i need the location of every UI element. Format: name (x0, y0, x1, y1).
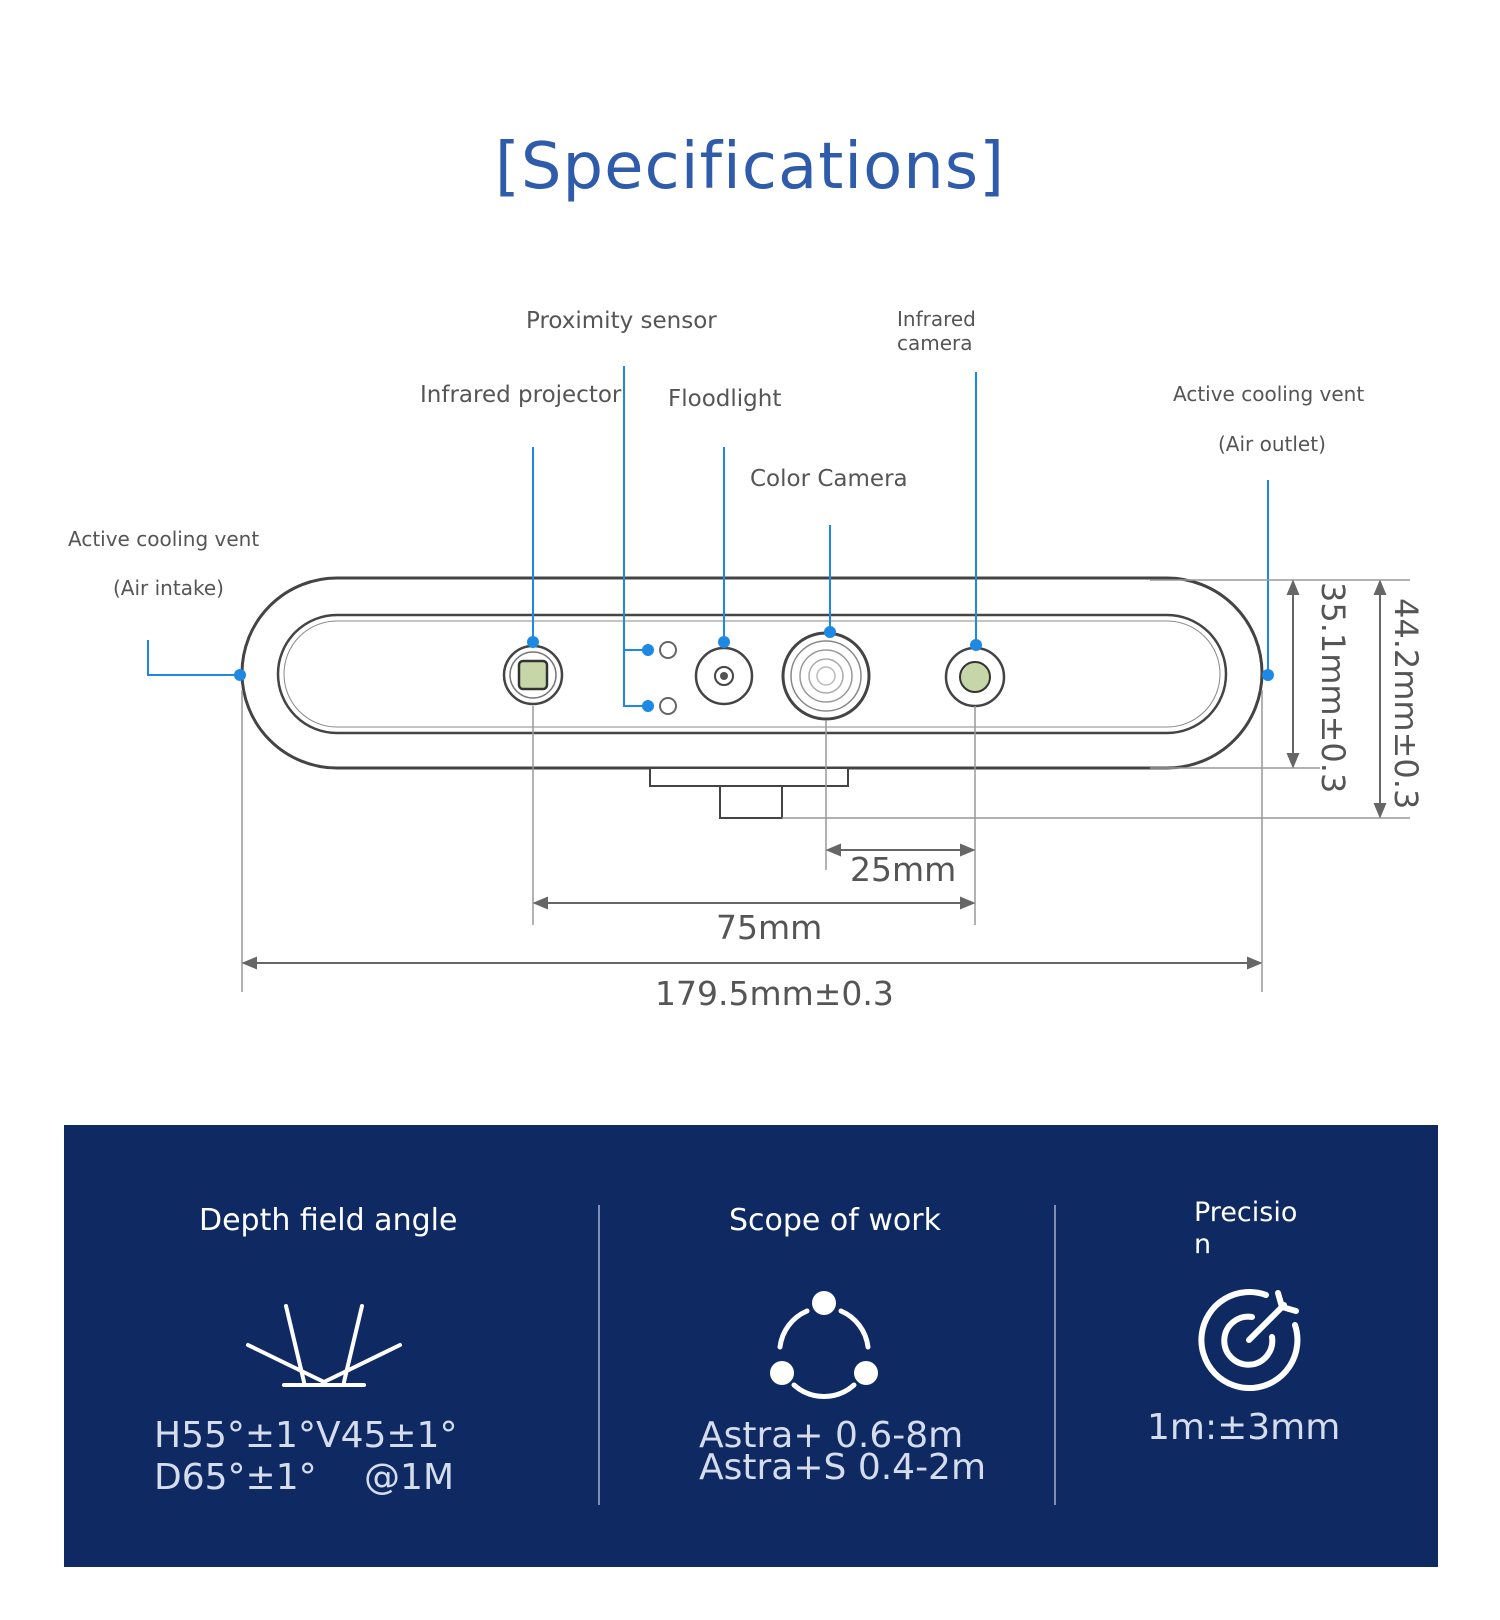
label-infrared-projector: Infrared projector (420, 382, 622, 408)
infrared-projector (502, 644, 564, 706)
label-color-camera: Color Camera (750, 466, 908, 492)
proximity-sensor (659, 641, 677, 715)
range-cycle-icon (770, 1291, 878, 1399)
callout-line-proximity (623, 366, 648, 651)
precision-title-2: n (1194, 1229, 1212, 1260)
precision-value: 1m:±3mm (1147, 1407, 1341, 1448)
scope-astra-plus-s: Astra+S 0.4-2m (699, 1447, 987, 1488)
precision-title-1: Precisio (1194, 1197, 1298, 1228)
mount-bracket (649, 767, 849, 787)
dim-label-total-height: 44.2mm±0.3 (1387, 598, 1425, 810)
callout-line-proximity-lower (623, 650, 648, 707)
scope-astra-plus: Astra+ 0.6-8m (699, 1415, 964, 1456)
scope-title: Scope of work (729, 1203, 941, 1238)
column-divider (598, 1205, 600, 1505)
dim-label-25mm: 25mm (850, 850, 957, 889)
callout-line-vent-intake (147, 640, 240, 676)
field-angle-icon (246, 1304, 402, 1387)
depth-angle-hv: H55°±1°V45±1° (154, 1415, 458, 1456)
column-divider (1054, 1205, 1056, 1505)
camera-front-panel-inner (283, 620, 1221, 728)
spec-panel: Depth field angle H55°±1°V45±1° D65°±1° … (64, 1125, 1438, 1567)
infrared-camera (944, 646, 1006, 708)
depth-title: Depth field angle (199, 1203, 458, 1238)
page-title: [Specifications] (494, 130, 1006, 204)
label-vent-outlet-1: Active cooling vent (1173, 382, 1365, 406)
target-icon (1198, 1289, 1301, 1392)
dim-label-width: 179.5mm±0.3 (655, 974, 894, 1013)
camera-front-panel (276, 613, 1228, 735)
label-vent-intake-2: (Air intake) (113, 576, 224, 600)
floodlight (694, 646, 754, 706)
label-floodlight: Floodlight (668, 386, 782, 412)
label-infrared-camera-1: Infrared (897, 307, 976, 331)
color-camera (781, 631, 871, 721)
depth-angle-d: D65°±1° @1M (154, 1457, 455, 1498)
dim-label-body-height: 35.1mm±0.3 (1314, 582, 1352, 794)
dim-label-75mm: 75mm (716, 908, 823, 947)
label-proximity-sensor: Proximity sensor (526, 308, 717, 334)
label-vent-outlet-2: (Air outlet) (1218, 432, 1326, 456)
mount-stem (719, 785, 783, 819)
label-infrared-camera-2: camera (897, 331, 973, 355)
label-vent-intake-1: Active cooling vent (68, 527, 260, 551)
camera-diagram (147, 366, 1410, 992)
